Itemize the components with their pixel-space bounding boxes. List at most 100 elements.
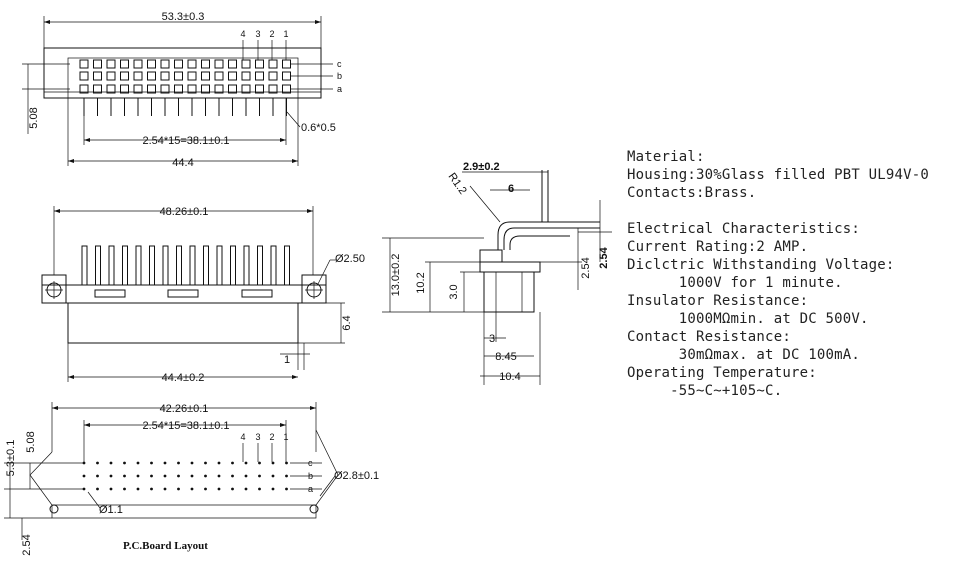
pcb-hole	[82, 474, 86, 478]
top-row-a: a	[337, 84, 342, 94]
top-contact	[187, 84, 197, 94]
top-row-b: b	[337, 71, 342, 81]
top-contact	[241, 59, 251, 69]
pcb-pin-4: 4	[240, 432, 245, 442]
pcb-hole	[177, 474, 180, 478]
pcb-hole	[163, 487, 167, 491]
pcb-hole	[217, 461, 221, 465]
top-contact	[174, 84, 183, 94]
temperature-value: -55~C~+105~C.	[627, 383, 783, 399]
front-pin	[257, 245, 263, 286]
pcb-pin-3: 3	[255, 432, 260, 442]
top-contact-grid	[79, 59, 291, 94]
pcb-hole	[204, 487, 207, 491]
top-contact	[214, 84, 224, 94]
pcb-row-c: c	[308, 458, 313, 468]
front-pin	[122, 245, 128, 286]
top-contact	[201, 59, 210, 69]
pcb-hole	[136, 474, 140, 478]
top-contact	[187, 71, 197, 81]
specifications-block: Material: Housing:30%Glass filled PBT UL…	[627, 148, 929, 400]
pcb-hole-large: Ø2.8±0.1	[334, 470, 379, 482]
side-dim-13: 13.0±0.2	[390, 254, 402, 297]
front-pins	[81, 245, 290, 286]
top-contact	[93, 84, 102, 94]
pcb-width-dim: 42.26±0.1	[160, 403, 209, 415]
top-contact	[79, 59, 89, 69]
pcb-dim-254: 2.54	[21, 534, 33, 555]
front-depth-dim: 6.4	[341, 315, 353, 330]
pcb-hole	[244, 461, 248, 465]
pcb-hole	[258, 487, 261, 491]
top-contact	[147, 59, 156, 69]
top-pin-tails	[83, 98, 287, 116]
top-contact	[133, 59, 143, 69]
pcb-hole	[123, 487, 126, 491]
pcb-hole	[231, 487, 234, 491]
pcb-dim-53: 5.3±0.1	[5, 440, 17, 477]
pcb-hole	[96, 474, 99, 478]
top-contact	[147, 71, 156, 81]
top-contact	[201, 84, 210, 94]
top-contact	[79, 84, 89, 94]
pcb-row-b: b	[308, 471, 313, 481]
pcb-hole-grid	[82, 461, 288, 491]
pcb-caption: P.C.Board Layout	[123, 540, 208, 552]
insulator-spec: Insulator Resistance:	[627, 293, 809, 309]
pcb-hole	[271, 487, 275, 491]
pcb-hole	[163, 461, 167, 465]
pcb-pitch-dim: 2.54*15=38.1±0.1	[142, 420, 229, 432]
top-contact	[255, 84, 264, 94]
top-contact	[228, 84, 237, 94]
side-dim-3: 3	[489, 333, 495, 345]
front-pin	[176, 245, 182, 286]
top-pitch-dim: 2.54*15=38.1±0.1	[142, 135, 229, 147]
pcb-dim-508: 5.08	[25, 431, 37, 452]
front-pin	[95, 245, 101, 286]
top-body-dim: 44.4	[172, 157, 193, 169]
top-contact	[106, 71, 116, 81]
front-small-dim: 1	[284, 354, 290, 366]
top-contact	[79, 71, 89, 81]
svg-text:3: 3	[255, 29, 260, 39]
material-title: Material:	[627, 149, 705, 165]
top-contact	[133, 71, 143, 81]
pcb-hole	[177, 487, 180, 491]
front-pin	[108, 245, 115, 286]
top-contact	[268, 84, 278, 94]
pcb-hole	[190, 461, 194, 465]
pcb-hole	[244, 474, 248, 478]
top-contact	[160, 59, 170, 69]
pcb-hole	[150, 461, 153, 465]
pcb-hole	[231, 461, 234, 465]
top-contact	[106, 84, 116, 94]
top-contact	[228, 59, 237, 69]
contact-resistance-spec: Contact Resistance:	[627, 329, 791, 345]
front-pin	[149, 245, 155, 286]
electrical-title: Electrical Characteristics:	[627, 221, 860, 237]
top-contact	[214, 71, 224, 81]
temperature-title: Operating Temperature:	[627, 365, 817, 381]
front-view: 48.26±0.1 Ø2.50 6.4 1	[41, 206, 365, 384]
side-view: 2.9±0.2 6 R1.2 2.54 2.54 13.0±0.2 10.2 3…	[382, 161, 612, 385]
dielectric-value: 1000V for 1 minute.	[627, 275, 843, 291]
top-contact	[106, 59, 116, 69]
top-contact	[93, 71, 102, 81]
top-pin-numbers: 4 3 2 1	[240, 29, 289, 60]
pcb-hole	[231, 474, 234, 478]
top-contact	[174, 59, 183, 69]
pcb-hole	[285, 487, 288, 491]
top-contact	[147, 84, 156, 94]
pcb-hole	[177, 461, 180, 465]
top-contact	[93, 59, 102, 69]
top-view: 53.3±0.3 4 3 2 1 c b a 5.08	[22, 11, 342, 169]
front-pin	[135, 245, 142, 286]
pcb-pin-2: 2	[269, 432, 274, 442]
front-pin	[203, 245, 209, 286]
pcb-hole	[109, 461, 113, 465]
pcb-hole	[271, 474, 275, 478]
pcb-pin-1: 1	[283, 432, 288, 442]
contacts-spec: Contacts:Brass.	[627, 185, 757, 201]
top-contact	[268, 71, 278, 81]
